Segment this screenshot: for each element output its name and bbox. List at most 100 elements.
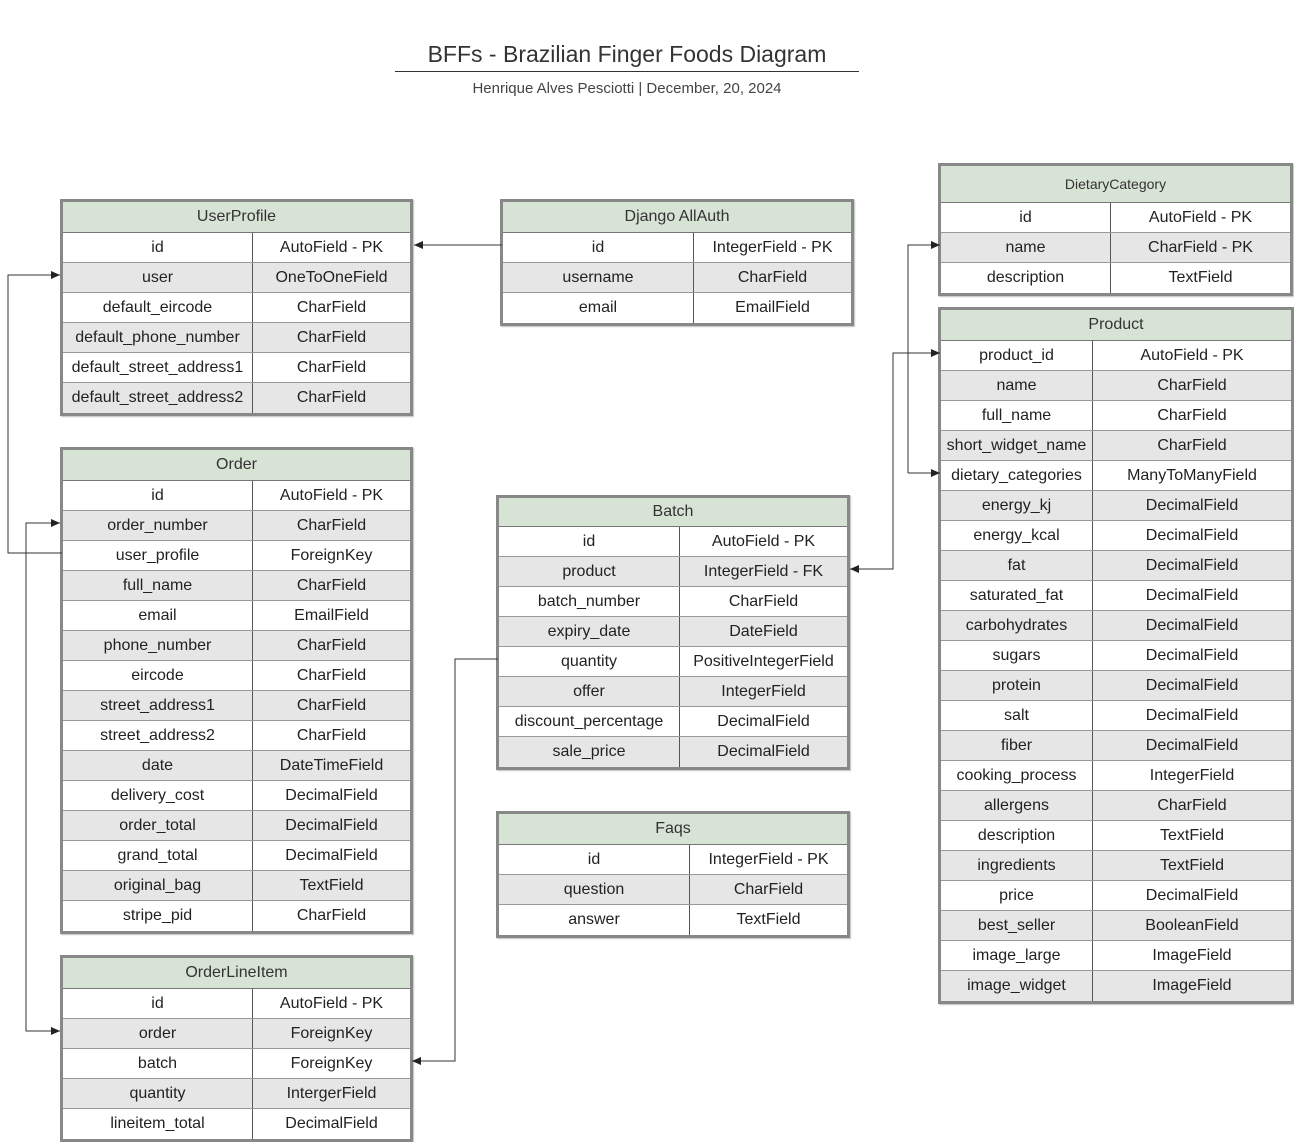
- field-name: stripe_pid: [63, 901, 253, 931]
- field-type: AutoField - PK: [1140, 346, 1244, 364]
- field-type: DecimalField: [285, 816, 378, 834]
- field-type: TextField: [299, 876, 364, 894]
- field-type: CharField: [296, 389, 367, 406]
- table-row: quantity PositiveIntegerField: [499, 647, 847, 677]
- table-row: dietary_categories ManyToManyField: [941, 461, 1291, 491]
- field-type: DecimalField: [717, 712, 810, 730]
- field-name: dietary_categories: [941, 461, 1093, 490]
- table-row: lineitem_total DecimalField: [63, 1109, 410, 1139]
- field-name: energy_kcal: [941, 521, 1093, 550]
- field-type: CharField: [1157, 436, 1227, 454]
- field-type: CharField: [296, 576, 367, 594]
- field-type: CharField: [296, 636, 367, 654]
- field-name: sale_price: [499, 737, 680, 767]
- field-name: salt: [941, 701, 1093, 730]
- field-type: DecimalField: [1145, 886, 1239, 904]
- field-name: id: [499, 527, 680, 556]
- table-row: answer TextField: [499, 905, 847, 935]
- field-name: ingredients: [941, 851, 1093, 880]
- field-type: AutoField - PK: [279, 994, 384, 1012]
- field-type: DecimalField: [285, 786, 378, 804]
- field-type: TextField: [1159, 826, 1225, 844]
- field-type: CharField: [296, 907, 367, 924]
- table-title: Faqs: [499, 814, 847, 845]
- table-title: UserProfile: [63, 202, 410, 233]
- table-row: order_total DecimalField: [63, 811, 410, 841]
- link-order-to-userprofile: [7, 271, 62, 554]
- field-type: ForeignKey: [290, 1024, 373, 1042]
- field-type: DateField: [729, 622, 798, 640]
- field-name: full_name: [941, 401, 1093, 430]
- field-name: question: [499, 875, 690, 904]
- table-row: best_seller BooleanField: [941, 911, 1291, 941]
- field-name: quantity: [499, 647, 680, 676]
- field-type: CharField: [296, 696, 367, 714]
- field-name: delivery_cost: [63, 781, 253, 810]
- table-row: fiber DecimalField: [941, 731, 1291, 761]
- field-name: id: [499, 845, 690, 874]
- field-name: best_seller: [941, 911, 1093, 940]
- table-title: DietaryCategory: [941, 166, 1290, 203]
- field-type: AutoField - PK: [1148, 208, 1253, 226]
- field-name: batch: [63, 1049, 253, 1078]
- field-type: ManyToManyField: [1127, 466, 1257, 484]
- field-type: BooleanField: [1145, 916, 1239, 934]
- field-type: DecimalField: [285, 1115, 378, 1132]
- field-name: cooking_process: [941, 761, 1093, 790]
- field-name: answer: [499, 905, 690, 935]
- field-name: fat: [941, 551, 1093, 580]
- field-name: user_profile: [63, 541, 253, 570]
- field-name: name: [941, 233, 1111, 262]
- field-name: protein: [941, 671, 1093, 700]
- table-row: delivery_cost DecimalField: [63, 781, 410, 811]
- field-name: order_total: [63, 811, 253, 840]
- field-name: order: [63, 1019, 253, 1048]
- link-batch-to-orderlineitem: [412, 658, 498, 1065]
- field-type: EmailField: [735, 299, 810, 316]
- field-type: PositiveIntegerField: [693, 652, 834, 670]
- diagram-subtitle: Henrique Alves Pesciotti | December, 20,…: [472, 80, 782, 97]
- field-type: TextField: [736, 911, 801, 928]
- field-type: CharField: [296, 328, 367, 346]
- field-name: default_street_address1: [63, 353, 253, 382]
- table-row: stripe_pid CharField: [63, 901, 410, 931]
- field-name: fiber: [941, 731, 1093, 760]
- field-type: IntegerField - FK: [703, 562, 824, 580]
- table-row: ingredients TextField: [941, 851, 1291, 881]
- field-name: quantity: [63, 1079, 253, 1108]
- field-type: DecimalField: [1145, 646, 1239, 664]
- field-type: ImageField: [1152, 977, 1232, 994]
- field-type: DecimalField: [1145, 736, 1239, 754]
- field-type: CharField: [296, 298, 367, 316]
- field-name: lineitem_total: [63, 1109, 253, 1139]
- field-type: TextField: [1168, 269, 1233, 286]
- field-type: TextField: [1159, 856, 1225, 874]
